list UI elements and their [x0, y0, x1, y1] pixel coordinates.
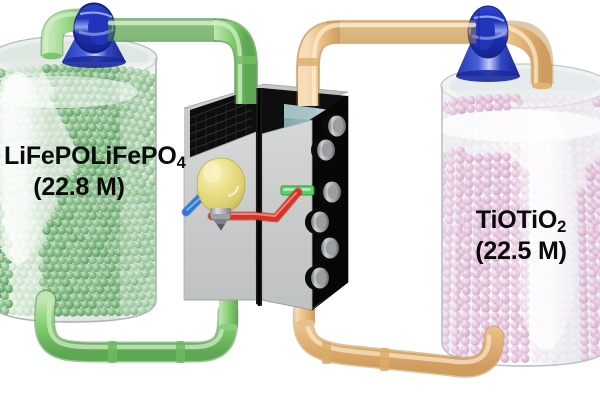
particle	[432, 302, 441, 311]
particle	[431, 335, 440, 344]
particle	[156, 194, 165, 203]
particle	[156, 118, 165, 127]
particle	[157, 177, 165, 185]
port-knob	[305, 210, 329, 234]
particle	[433, 268, 443, 278]
particle	[156, 73, 165, 82]
right-tank-formula: TiOTiO2	[446, 206, 596, 237]
particle	[432, 319, 440, 327]
particle	[156, 298, 165, 307]
left-cell-outlet-stub	[219, 300, 238, 330]
left-tank-subscript: 4	[177, 154, 186, 172]
particle	[432, 285, 442, 295]
particle	[157, 283, 165, 291]
particle	[434, 260, 443, 269]
left-tank-label: LiFePOLiFePO4 (22.8 M)	[4, 142, 154, 201]
port-knob	[317, 180, 341, 204]
left-tank-concentration: (22.8 M)	[4, 173, 154, 201]
particle	[431, 344, 440, 353]
particle	[156, 253, 165, 262]
right-tank-subscript: 2	[557, 218, 566, 236]
particle	[156, 224, 165, 233]
particle	[433, 276, 442, 285]
particle	[431, 327, 440, 336]
port-knob	[311, 138, 335, 162]
right-pump-outlet	[326, 21, 476, 42]
particle	[157, 209, 166, 218]
port-knob	[322, 114, 346, 138]
port-knob	[315, 236, 339, 260]
particle	[157, 89, 165, 97]
particle	[156, 268, 165, 277]
right-tank-concentration: (22.5 M)	[446, 237, 596, 265]
port-knob	[305, 266, 329, 290]
left-tank-formula: LiFePOLiFePO4	[4, 142, 154, 173]
right-tank-label: TiOTiO2 (22.5 M)	[446, 206, 596, 265]
particle	[156, 103, 165, 112]
particle	[157, 133, 165, 141]
particle	[432, 293, 441, 302]
particle	[156, 192, 165, 201]
particle	[156, 239, 165, 248]
cell-stack	[184, 84, 348, 310]
bulb-glass	[197, 158, 245, 213]
particle	[432, 310, 441, 319]
left-pump-outlet	[108, 23, 216, 30]
